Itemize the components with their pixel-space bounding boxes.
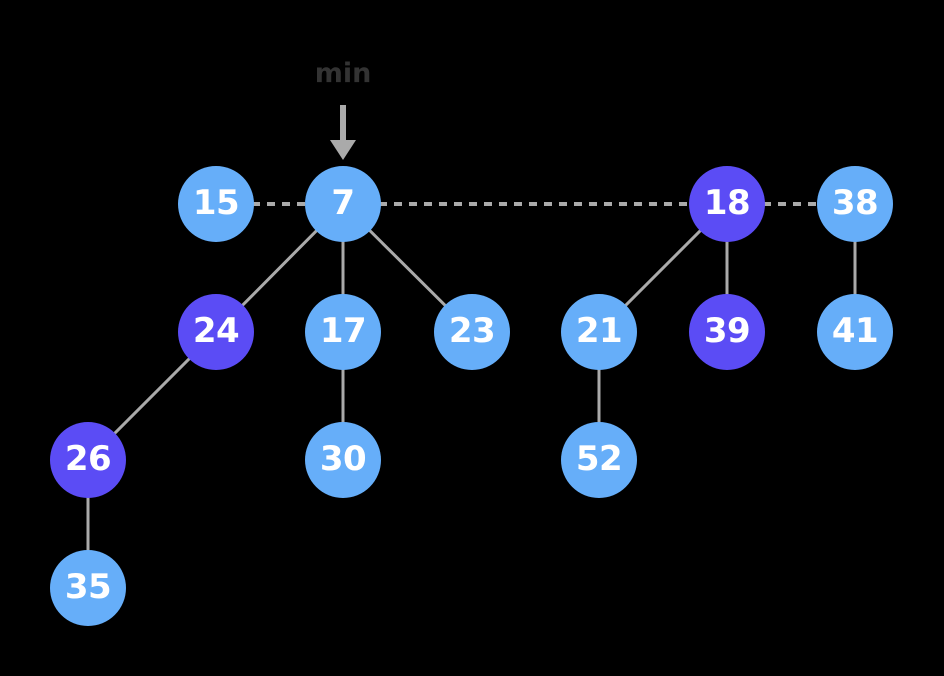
heap-node-label: 30 [319,439,367,479]
tree-edge [239,228,320,308]
min-annotation-label: min [314,58,372,89]
heap-node-38[interactable]: 38 [817,166,893,242]
heap-node-label: 38 [831,183,879,223]
heap-node-15[interactable]: 15 [178,166,254,242]
heap-node-label: 21 [575,311,623,351]
heap-node-label: 23 [448,311,496,351]
heap-node-label: 17 [319,311,367,351]
heap-node-26[interactable]: 26 [50,422,126,498]
heap-node-35[interactable]: 35 [50,550,126,626]
heap-node-23[interactable]: 23 [434,294,510,370]
heap-node-label: 52 [575,439,623,479]
heap-node-label: 26 [64,439,112,479]
heap-node-39[interactable]: 39 [689,294,765,370]
heap-node-label: 18 [703,183,751,223]
heap-node-label: 39 [703,311,751,351]
heap-node-label: 35 [64,567,112,607]
heap-node-7[interactable]: 7 [305,166,381,242]
heap-node-18[interactable]: 18 [689,166,765,242]
heap-node-41[interactable]: 41 [817,294,893,370]
heap-node-52[interactable]: 52 [561,422,637,498]
heap-node-30[interactable]: 30 [305,422,381,498]
tree-edge [622,227,704,309]
heap-node-label: 15 [192,183,240,223]
heap-node-17[interactable]: 17 [305,294,381,370]
tree-edge [111,355,193,437]
heap-node-label: 24 [192,311,240,351]
heap-node-21[interactable]: 21 [561,294,637,370]
tree-edge [367,227,448,309]
heap-node-label: 41 [831,311,879,351]
heap-node-24[interactable]: 24 [178,294,254,370]
heap-node-label: 7 [331,183,355,223]
